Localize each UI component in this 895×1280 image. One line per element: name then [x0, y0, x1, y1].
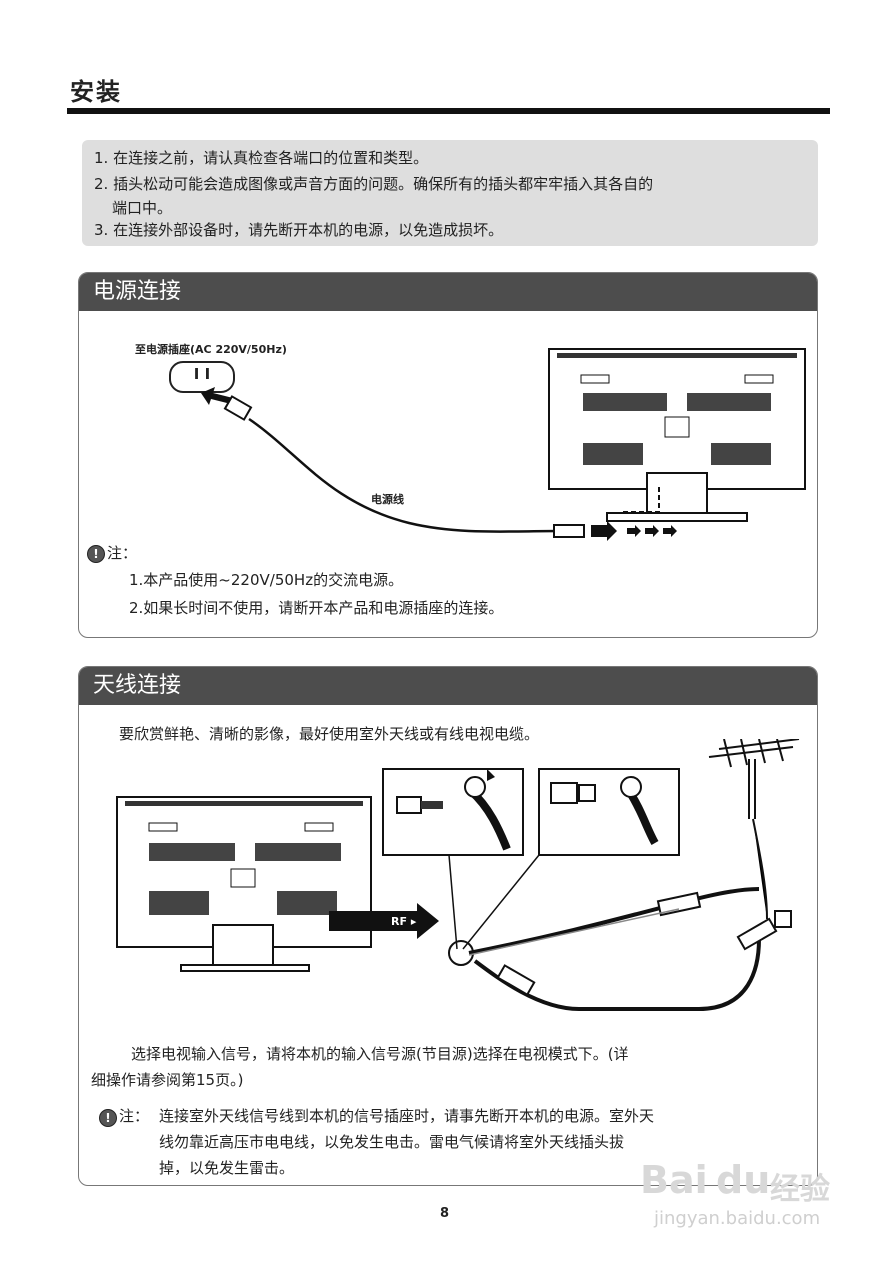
antenna-note-icon: !	[99, 1109, 117, 1127]
antenna-note-line-1: 连接室外天线信号线到本机的信号插座时，请事先断开本机的电源。室外天	[159, 1107, 655, 1125]
power-note-title: 注：	[107, 544, 138, 562]
antenna-section: 天线连接 要欣赏鲜艳、清晰的影像，最好使用室外天线或有线电视电缆。 RF ▸	[78, 666, 818, 1186]
notice-item-3: 3. 在连接外部设备时，请先断开本机的电源，以免造成损坏。	[94, 221, 504, 239]
antenna-note-title: 注：	[119, 1107, 150, 1125]
power-cable	[248, 417, 560, 533]
wall-socket-icon: I I	[169, 361, 235, 393]
flow-arrow-icon	[591, 521, 617, 541]
notice-item-2-cont: 端口中。	[112, 199, 173, 217]
tv-back-antenna-diagram	[116, 796, 372, 972]
flow-dots-icon	[627, 525, 677, 537]
power-section-title: 电源连接	[93, 279, 182, 304]
power-section: 电源连接 至电源插座(AC 220V/50Hz) I I 电源线	[78, 272, 818, 638]
antenna-section-header: 天线连接	[79, 667, 817, 705]
power-section-header: 电源连接	[79, 273, 817, 311]
baidu-watermark: Bai du 经验 jingyan.baidu.com	[640, 1158, 840, 1248]
antenna-select-line-1: 选择电视输入信号，请将本机的输入信号源(节目源)选择在电视模式下。(详	[131, 1045, 629, 1063]
watermark-cn: 经验	[770, 1172, 830, 1207]
cable-label: 电源线	[371, 493, 404, 506]
socket-symbol: I I	[193, 365, 211, 383]
page-title: 安装	[70, 77, 122, 106]
antenna-note-line-2: 线勿靠近高压市电电线，以免发生电击。雷电气候请将室外天线插头拔	[159, 1133, 625, 1151]
notice-item-2: 2. 插头松动可能会造成图像或声音方面的问题。确保所有的插头都牢牢插入其各自的	[94, 175, 654, 193]
power-cable-end-icon	[553, 524, 585, 538]
antenna-icon	[708, 739, 800, 920]
watermark-brand: Bai	[640, 1158, 708, 1202]
rf-arrow-icon	[329, 903, 439, 939]
antenna-select-line-2: 细操作请参阅第15页。)	[91, 1071, 244, 1089]
antenna-section-title: 天线连接	[93, 673, 182, 698]
tv-back-diagram	[548, 348, 806, 522]
power-cable-diagram	[201, 387, 677, 541]
insert-arrow-icon	[487, 769, 495, 781]
socket-label: 至电源插座(AC 220V/50Hz)	[135, 343, 287, 356]
antenna-intro: 要欣赏鲜艳、清晰的影像，最好使用室外天线或有线电视电缆。	[119, 725, 540, 743]
page-number: 8	[440, 1206, 450, 1221]
title-rule	[67, 108, 830, 114]
power-note-1: 1.本产品使用~220V/50Hz的交流电源。	[129, 571, 404, 589]
notice-box: 1. 在连接之前，请认真检查各端口的位置和类型。 2. 插头松动可能会造成图像或…	[82, 140, 818, 246]
watermark-paw: du	[716, 1158, 771, 1202]
antenna-note-line-3: 掉，以免发生雷击。	[159, 1159, 295, 1177]
rf-label: RF ▸	[391, 915, 417, 928]
insert-arrow-icon	[201, 387, 237, 405]
power-plug-icon	[223, 395, 253, 421]
watermark-url: jingyan.baidu.com	[654, 1208, 821, 1229]
antenna-cable-diagram	[382, 739, 800, 1011]
power-note-2: 2.如果长时间不使用，请断开本产品和电源插座的连接。	[129, 599, 504, 617]
power-note-icon: !	[87, 545, 105, 563]
notice-item-1: 1. 在连接之前，请认真检查各端口的位置和类型。	[94, 149, 429, 167]
